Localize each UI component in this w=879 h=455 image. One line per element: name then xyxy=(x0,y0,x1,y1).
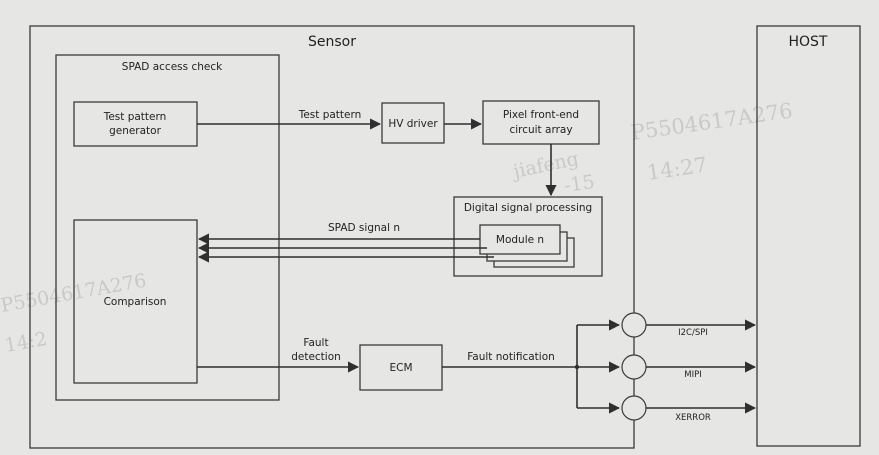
module-n-box xyxy=(479,224,561,255)
dsp-title: Digital signal processing xyxy=(464,202,592,214)
test-pattern-edge-label: Test pattern xyxy=(298,109,362,121)
spad-access-check-title: SPAD access check xyxy=(122,61,223,73)
xerror-port xyxy=(621,395,647,421)
fault-detection-edge-label: Fault xyxy=(303,337,328,349)
pixel-frontend-label: Pixel front-end xyxy=(503,109,579,121)
hv-driver-box xyxy=(381,102,445,144)
comparison-label: Comparison xyxy=(104,296,167,308)
module-n-label: Module n xyxy=(496,234,544,246)
host-box xyxy=(756,25,861,447)
watermark-text: P5504617A276 xyxy=(629,99,794,145)
test-pattern-generator-box xyxy=(73,101,198,147)
ecm-label: ECM xyxy=(389,362,412,374)
fault-notification-edge-label: Fault notification xyxy=(467,351,555,363)
xerror-label: XERROR xyxy=(675,413,711,423)
hv-driver-label: HV driver xyxy=(388,118,438,130)
comparison-box xyxy=(73,219,198,384)
spad-access-check-box xyxy=(55,54,280,401)
test-pattern-generator-label: generator xyxy=(109,125,162,137)
host-title: HOST xyxy=(789,34,828,50)
sensor-box xyxy=(29,25,635,449)
i2c-spi-label: I2C/SPI xyxy=(678,328,708,338)
spad-signal-edge-label: SPAD signal n xyxy=(328,222,400,234)
watermark-text: 14:27 xyxy=(645,153,708,185)
watermark-text: -15 xyxy=(563,171,596,197)
dsp-box xyxy=(453,196,603,277)
branch-junction-dot xyxy=(574,364,580,370)
sensor-title: Sensor xyxy=(308,34,356,50)
pixel-frontend-label: circuit array xyxy=(509,124,572,136)
mipi-label: MIPI xyxy=(684,370,701,380)
fault-detection-edge-label: detection xyxy=(291,351,341,363)
pixel-frontend-box xyxy=(482,100,600,145)
i2c-spi-port xyxy=(621,312,647,338)
mipi-port xyxy=(621,354,647,380)
watermark-text: 14:2 xyxy=(3,328,49,357)
test-pattern-generator-label: Test pattern xyxy=(103,111,167,123)
